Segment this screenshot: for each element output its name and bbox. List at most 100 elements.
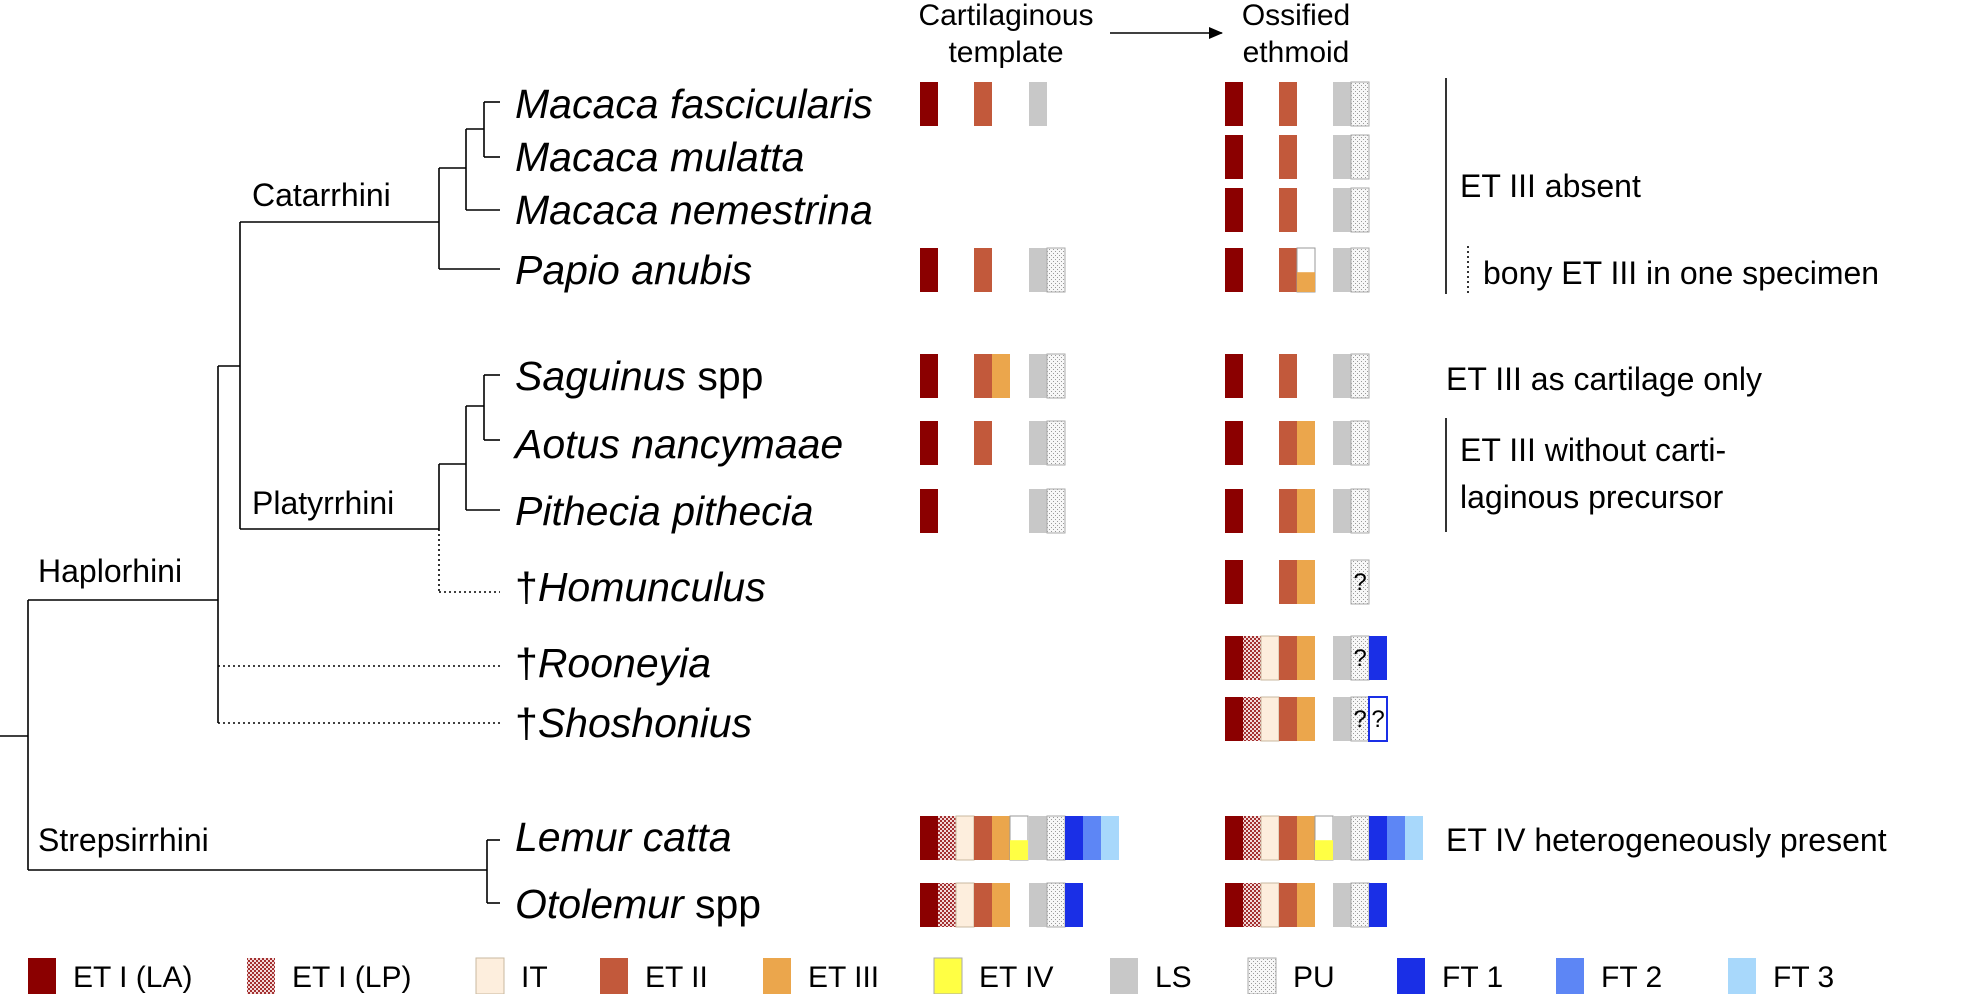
bar-sa-template-et3 [992, 354, 1010, 398]
taxon-label-macaca-mulatta: Macaca mulatta [515, 134, 804, 180]
bar-os-ossified-ft1 [1369, 883, 1387, 927]
bar-pp-ossified-ls [1333, 489, 1351, 533]
bar-ho-ossified-et3 [1297, 560, 1315, 604]
bar-ro-ossified-pu-unknown-mark: ? [1353, 645, 1366, 672]
clade-label-platyrrhini: Platyrrhini [252, 485, 394, 521]
bar-sh-ossified-la [1225, 697, 1243, 741]
taxon-label-macaca-fascicularis: Macaca fascicularis [515, 81, 873, 127]
taxon-label-macaca-nemestrina: Macaca nemestrina [515, 187, 873, 233]
bar-pp-ossified-la [1225, 489, 1243, 533]
note-bony-et3: bony ET III in one specimen [1483, 255, 1879, 291]
bar-ro-ossified-ls [1333, 636, 1351, 680]
bar-os-ossified-ls [1333, 883, 1351, 927]
bar-lc-template-ft1 [1065, 816, 1083, 860]
legend-swatch-la [28, 958, 56, 994]
taxon-label-shoshonius: †Shoshonius [515, 700, 752, 746]
bar-lc-template-it [955, 815, 975, 861]
bar-mn-ossified-pu [1350, 187, 1370, 233]
taxon-label-otolemur: Otolemur spp [515, 881, 761, 927]
bar-ro-ossified-la [1225, 636, 1243, 680]
legend-swatch-pu [1247, 957, 1277, 994]
character-bars: ???? [920, 81, 1423, 928]
bar-lc-template-pu [1046, 815, 1066, 861]
bar-mm-ossified-ls [1333, 135, 1351, 179]
taxon-label-saguinus: Saguinus spp [515, 353, 763, 399]
bar-lc-ossified-la [1225, 816, 1243, 860]
legend-label-et3: ET III [808, 961, 879, 994]
bar-ro-ossified-ft1 [1369, 636, 1387, 680]
legend-swatch-et3 [763, 958, 791, 994]
bar-lc-template-la [920, 816, 938, 860]
bar-pa-template-ls [1029, 248, 1047, 292]
legend-label-et2: ET II [645, 961, 708, 994]
annotations: ET III absent bony ET III in one specime… [1445, 78, 1887, 858]
bar-mf-template-et2 [974, 82, 992, 126]
bar-pa-ossified-et3 [1296, 247, 1316, 293]
clade-label-catarrhini: Catarrhini [252, 177, 391, 213]
bar-lc-ossified-ls [1333, 816, 1351, 860]
ossified-header-line1: Ossified [1242, 0, 1350, 32]
column-headers: Cartilaginous template Ossified ethmoid [918, 0, 1350, 69]
bar-pa-ossified-la [1225, 248, 1243, 292]
bar-pa-ossified-ls [1333, 248, 1351, 292]
note-without-line2: laginous precursor [1460, 479, 1724, 515]
bar-os-template-pu [1046, 882, 1066, 928]
legend-label-ls: LS [1155, 961, 1192, 994]
note-cartilage-only: ET III as cartilage only [1446, 361, 1762, 397]
legend-swatch-et4 [933, 957, 963, 994]
legend-label-ft2: FT 2 [1601, 961, 1662, 994]
bar-sa-template-ls [1029, 354, 1047, 398]
bar-an-template-pu [1046, 420, 1066, 466]
taxon-label-pithecia-pithecia: Pithecia pithecia [515, 488, 814, 534]
bar-lc-ossified-et3 [1297, 816, 1315, 860]
bar-os-ossified-et3 [1297, 883, 1315, 927]
phylogenetic-tree [0, 101, 500, 904]
bar-mn-ossified-ls [1333, 188, 1351, 232]
bar-lc-ossified-it [1260, 815, 1280, 861]
bar-os-template-et3 [992, 883, 1010, 927]
legend-label-ft3: FT 3 [1773, 961, 1834, 994]
bar-ho-ossified-pu-unknown-mark: ? [1353, 569, 1366, 596]
bar-sh-ossified-pu-unknown-mark: ? [1353, 706, 1366, 733]
bar-ho-ossified-la [1225, 560, 1243, 604]
bar-mf-template-ls [1029, 82, 1047, 126]
bar-sa-template-et2 [974, 354, 992, 398]
template-header-line1: Cartilaginous [918, 0, 1093, 32]
bar-lc-ossified-ft1 [1369, 816, 1387, 860]
bar-lc-template-ft3 [1101, 816, 1119, 860]
bar-pa-ossified-et2 [1279, 248, 1297, 292]
bar-ro-ossified-et2 [1279, 636, 1297, 680]
bar-lc-template-ft2 [1083, 816, 1101, 860]
bar-sh-ossified-it [1260, 696, 1280, 742]
clade-label-haplorhini: Haplorhini [38, 553, 182, 589]
legend-swatch-ft3 [1728, 958, 1756, 994]
bar-ro-ossified-lp [1243, 636, 1261, 680]
bar-lc-template-lp [938, 816, 956, 860]
bar-sh-ossified-lp [1243, 697, 1261, 741]
bar-sh-ossified-et2 [1279, 697, 1297, 741]
legend-label-pu: PU [1293, 961, 1335, 994]
bar-lc-template-et2 [974, 816, 992, 860]
legend-swatch-et2 [600, 958, 628, 994]
bar-os-template-it [955, 882, 975, 928]
bar-sh-ossified-ft1-unknown-mark: ? [1371, 706, 1384, 733]
bar-ho-ossified-pu [1350, 559, 1370, 605]
bar-pp-template-ls [1029, 489, 1047, 533]
taxon-label-rooneyia: †Rooneyia [515, 640, 711, 686]
bar-mf-ossified-la [1225, 82, 1243, 126]
bar-an-template-ls [1029, 421, 1047, 465]
bar-lc-ossified-pu [1350, 815, 1370, 861]
bar-an-ossified-ls [1333, 421, 1351, 465]
legend-swatch-lp [247, 958, 275, 994]
clade-labels: Catarrhini Platyrrhini Haplorhini Streps… [38, 177, 394, 858]
bar-sh-ossified-ls [1333, 697, 1351, 741]
bar-an-ossified-et2 [1279, 421, 1297, 465]
legend-swatch-ft1 [1397, 958, 1425, 994]
bar-pa-ossified-pu [1350, 247, 1370, 293]
bar-mm-ossified-et2 [1279, 135, 1297, 179]
bar-mf-ossified-et2 [1279, 82, 1297, 126]
bar-mn-ossified-la [1225, 188, 1243, 232]
taxon-label-aotus-nancymaae: Aotus nancymaae [512, 421, 843, 467]
template-header-line2: template [948, 36, 1063, 69]
